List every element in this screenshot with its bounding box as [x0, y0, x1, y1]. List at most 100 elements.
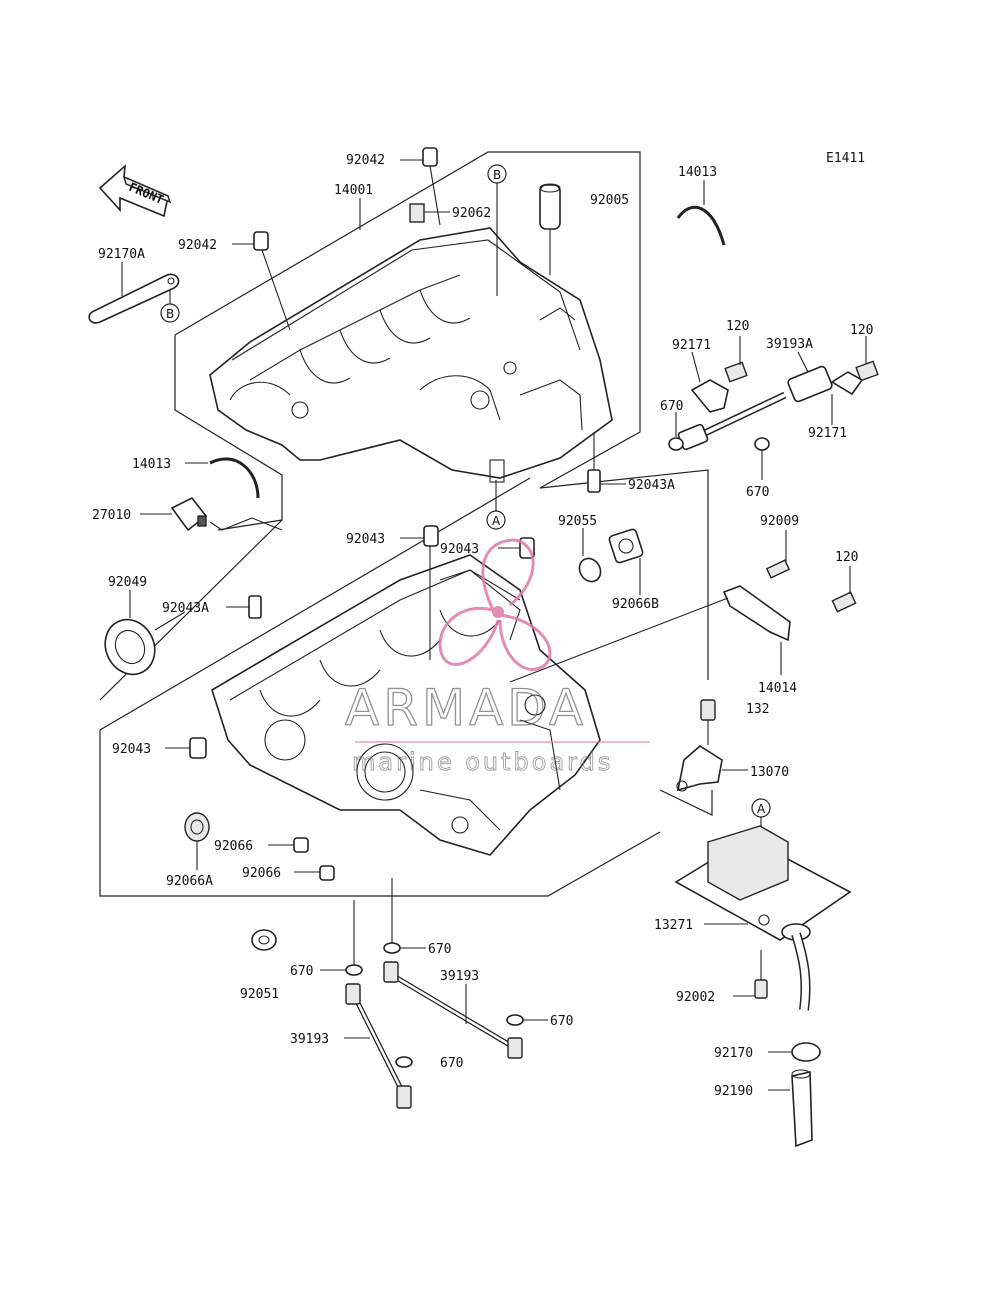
- label-92009: 92009: [760, 514, 799, 529]
- label-14001: 14001: [334, 183, 373, 198]
- hose-92190: [768, 1069, 813, 1148]
- plug-92066-a: [268, 837, 309, 853]
- label-92171-a: 92171: [672, 338, 711, 353]
- callout-b-left-text: B: [166, 307, 174, 321]
- label-92051: 92051: [240, 987, 279, 1002]
- guide-14013-top: [676, 180, 726, 246]
- watermark-logo: ARMADA marine outboards: [344, 538, 650, 776]
- label-92043-a: 92043: [346, 532, 385, 547]
- o-ring-670-c: [383, 878, 426, 954]
- label-120-a: 120: [726, 319, 749, 334]
- label-39193-b: 39193: [290, 1032, 329, 1047]
- watermark-brand: ARMADA: [345, 679, 587, 737]
- oil-pipe-39193-b: [344, 983, 412, 1109]
- label-13070: 13070: [750, 765, 789, 780]
- bolt-120-c: [831, 566, 857, 613]
- plug-92066B: [608, 528, 644, 595]
- label-670-e: 670: [550, 1014, 573, 1029]
- label-39193-a: 39193: [440, 969, 479, 984]
- o-ring-670-d: [320, 900, 363, 976]
- label-92066-b: 92066: [242, 866, 281, 881]
- label-13271: 13271: [654, 918, 693, 933]
- bracket-14014: [509, 585, 791, 683]
- callout-a-right-text: A: [757, 802, 766, 816]
- bolt-92009: [765, 530, 791, 579]
- lower-crankcase: [211, 554, 601, 856]
- callout-b-top: B: [487, 164, 507, 296]
- callout-a-mid: A: [486, 480, 506, 530]
- upper-crankcase: [209, 227, 613, 483]
- label-670-a: 670: [660, 399, 683, 414]
- dowel-pin-92042-top: [400, 147, 441, 226]
- clamp-92170A: [88, 262, 180, 324]
- o-ring-670-e: [506, 1014, 548, 1026]
- front-arrow-icon: FRONT: [98, 164, 172, 218]
- o-ring-92055: [578, 528, 602, 583]
- dowel-92043A-b: [226, 595, 262, 619]
- label-92066A: 92066A: [166, 874, 213, 889]
- dowel-92043A-a: [587, 432, 626, 493]
- label-92005: 92005: [590, 193, 629, 208]
- oil-strainer-13271: [674, 825, 852, 1011]
- oil-pipe-39193-a: [383, 961, 523, 1059]
- bolt-120-a: [724, 336, 748, 383]
- oil-seal-92049: [104, 590, 186, 676]
- label-92170A: 92170A: [98, 247, 145, 262]
- label-92043-c: 92043: [112, 742, 151, 757]
- label-92042-left: 92042: [178, 238, 217, 253]
- dowel-92043-c: [165, 737, 207, 759]
- label-92066B: 92066B: [612, 597, 659, 612]
- label-92066-a: 92066: [214, 839, 253, 854]
- sensor-13070: [676, 745, 748, 792]
- callout-b-top-text: B: [493, 168, 501, 182]
- label-670-b: 670: [746, 485, 769, 500]
- fitting-92005: [539, 183, 561, 275]
- washer-92051: [251, 929, 277, 951]
- propeller-icon: [438, 538, 552, 671]
- watermark-tagline: marine outboards: [352, 748, 613, 776]
- diagram-code: E1411: [826, 151, 865, 166]
- label-92049: 92049: [108, 575, 147, 590]
- o-ring-670-f: [395, 1056, 413, 1068]
- label-92062: 92062: [452, 206, 491, 221]
- stud-92062: [409, 203, 450, 223]
- bolt-120-b: [855, 336, 879, 382]
- guide-14013-left: [185, 457, 260, 499]
- label-27010: 27010: [92, 508, 131, 523]
- label-14013-left: 14013: [132, 457, 171, 472]
- label-92171-b: 92171: [808, 426, 847, 441]
- label-92043A-a: 92043A: [628, 478, 675, 493]
- label-92002: 92002: [676, 990, 715, 1005]
- o-ring-670-b: [754, 437, 770, 480]
- plug-92066A: [184, 812, 210, 870]
- label-92043A-b: 92043A: [162, 601, 209, 616]
- label-670-f: 670: [440, 1056, 463, 1071]
- plate-92171-a: [690, 351, 729, 413]
- label-92170: 92170: [714, 1046, 753, 1061]
- label-120-b: 120: [850, 323, 873, 338]
- label-14014: 14014: [758, 681, 797, 696]
- switch-27010: [140, 496, 283, 532]
- oil-pipe-39193A: [677, 351, 833, 451]
- upper-frame-lines: [99, 151, 641, 701]
- label-670-c: 670: [428, 942, 451, 957]
- label-39193A: 39193A: [766, 337, 813, 352]
- plug-92066-b: [294, 865, 335, 881]
- dowel-pin-92042-left: [232, 231, 291, 331]
- dowel-92043-a: [400, 525, 439, 660]
- o-ring-670-a: [668, 412, 684, 451]
- clamp-92170: [768, 1042, 821, 1062]
- callout-a-mid-text: A: [492, 514, 501, 528]
- bolt-92002: [733, 950, 768, 999]
- label-14013-top: 14013: [678, 165, 717, 180]
- label-92055: 92055: [558, 514, 597, 529]
- label-132: 132: [746, 702, 769, 717]
- label-120-c: 120: [835, 550, 858, 565]
- label-670-d: 670: [290, 964, 313, 979]
- plate-92171-b: [830, 371, 864, 425]
- label-92043-b: 92043: [440, 542, 479, 557]
- label-92190: 92190: [714, 1084, 753, 1099]
- callout-b-left: B: [160, 290, 180, 323]
- bolt-132: [700, 699, 716, 745]
